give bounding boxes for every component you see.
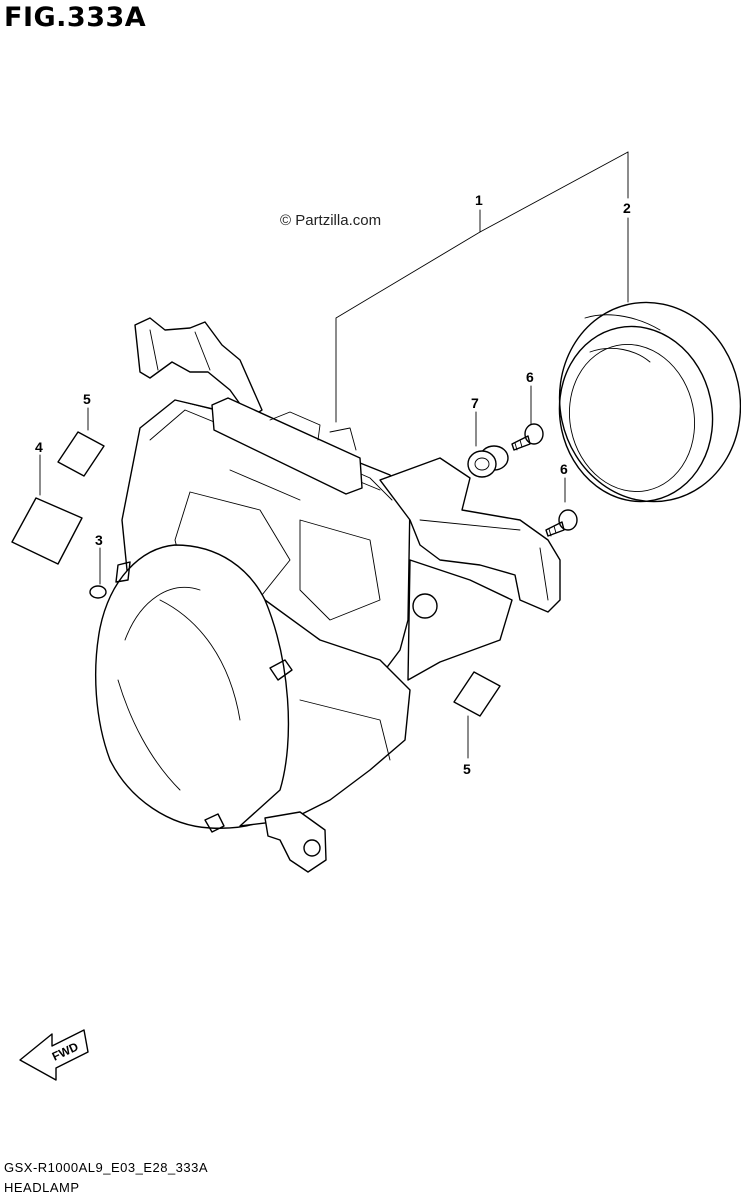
screw-lower [545, 509, 578, 537]
leader-lines [39, 151, 629, 759]
grommet [467, 445, 509, 478]
callout-5-upper: 5 [83, 391, 91, 407]
callout-6-lower: 6 [560, 461, 568, 477]
fwd-arrow-icon: FWD [19, 1029, 89, 1081]
headlamp-housing [95, 317, 561, 873]
headlamp-rim [558, 301, 741, 503]
figure-title: FIG.333A [4, 2, 147, 33]
callout-labels: 1 2 3 4 5 5 6 6 7 [35, 192, 631, 777]
callout-3: 3 [95, 532, 103, 548]
pad-4 [11, 497, 83, 565]
plug [89, 585, 107, 599]
drawing-code: GSX-R1000AL9_E03_E28_333A [4, 1160, 209, 1175]
callout-1: 1 [475, 192, 483, 208]
pad-5-upper [57, 431, 105, 477]
callout-7: 7 [471, 395, 479, 411]
figure-caption: HEADLAMP [4, 1180, 80, 1195]
callout-2: 2 [623, 200, 631, 216]
pad-5-lower [453, 671, 501, 717]
callout-6-upper: 6 [526, 369, 534, 385]
callout-4: 4 [35, 439, 43, 455]
watermark: © Partzilla.com [280, 212, 382, 229]
callout-5-lower: 5 [463, 761, 471, 777]
screw-upper [511, 423, 544, 451]
